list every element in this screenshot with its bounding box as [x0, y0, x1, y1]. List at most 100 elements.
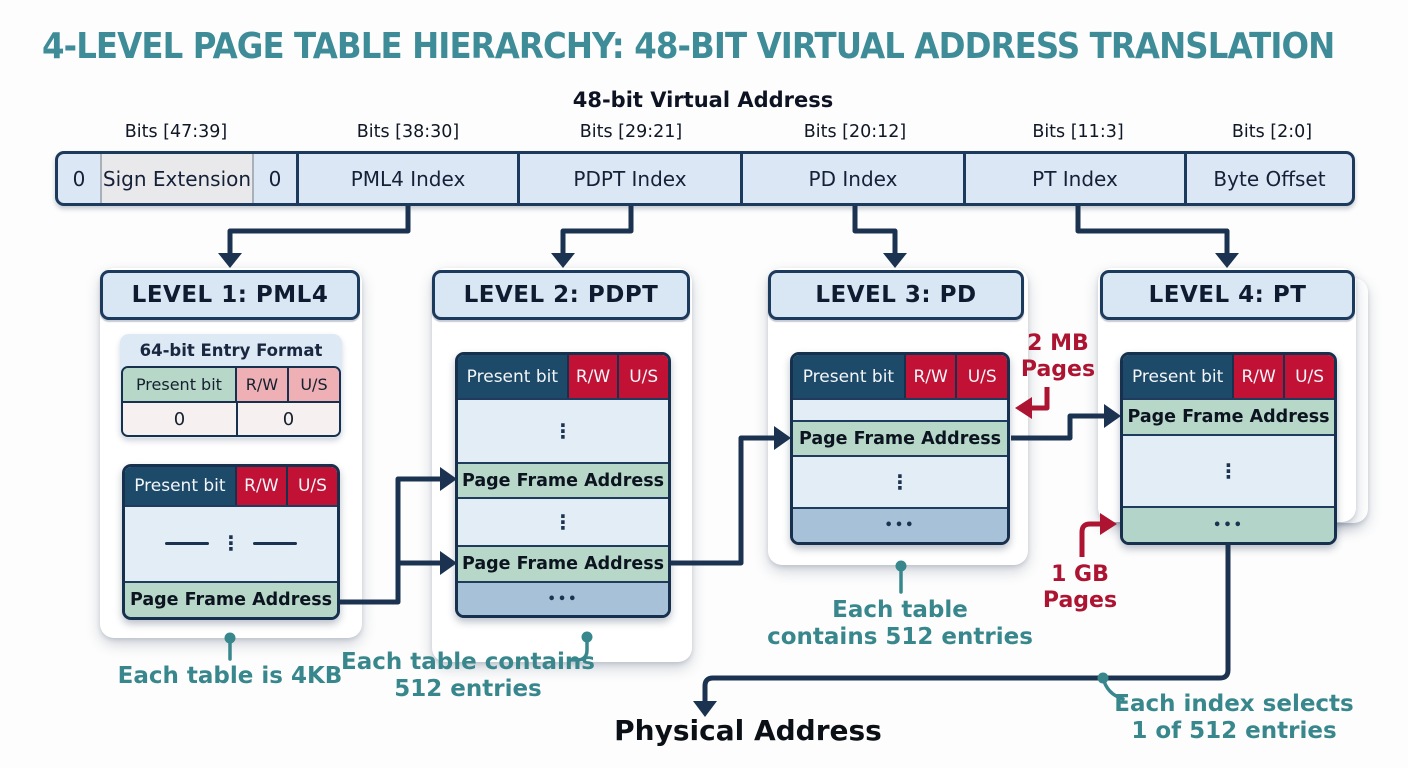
us-cell: U/S	[955, 355, 1007, 398]
pdpt-page-frame-address-row: Page Frame Address	[458, 462, 668, 497]
arrowhead-down	[1215, 253, 1239, 268]
arrow-2mb-pages	[1031, 387, 1050, 411]
level4-header: LEVEL 4: PT	[1100, 270, 1355, 320]
pd-page-frame-address-row: Page Frame Address	[793, 420, 1007, 455]
sign-extension-zero-right: 0	[268, 166, 282, 191]
page-title: 4-LEVEL PAGE TABLE HIERARCHY: 48-BIT VIR…	[42, 26, 1335, 67]
us-cell: U/S	[285, 467, 337, 505]
pml4-header-row: Present bit R/W U/S	[125, 467, 337, 505]
entry-format-header-row: Present bit R/W U/S	[123, 368, 339, 401]
level1-header: LEVEL 1: PML4	[100, 270, 360, 320]
arrow-bar-to-pml4	[227, 206, 411, 253]
entry-format-panel: 64-bit Entry Format Present bit R/W U/S …	[120, 334, 342, 438]
arrow-1gb-pages	[1079, 521, 1100, 557]
pd-table: Present bit R/W U/S Page Frame Address ⋮…	[790, 352, 1010, 545]
field-pdpt-index: PDPT Index	[517, 154, 740, 203]
note-1gb-pages: 1 GB Pages	[1043, 562, 1117, 614]
pdpt-page-frame-address-row: Page Frame Address	[458, 545, 668, 581]
horizontal-ellipsis: •••	[1213, 517, 1244, 533]
arrowhead-down	[551, 253, 575, 268]
present-bit-cell: Present bit	[123, 368, 235, 401]
sign-extension-zero-left: 0	[72, 166, 86, 191]
field-pd-index: PD Index	[740, 154, 963, 203]
rw-cell: R/W	[234, 368, 287, 401]
vertical-ellipsis: ⋮	[553, 510, 573, 534]
connector-dot	[1097, 672, 1109, 684]
field-pml4-index: PML4 Index	[296, 154, 517, 203]
pml4-ellipsis-row: ⋮	[125, 529, 337, 557]
level2-header: LEVEL 2: PDPT	[432, 270, 690, 320]
arrow-bar-to-pt	[1075, 206, 1230, 253]
us-cell: U/S	[286, 368, 339, 401]
pd-huge-page-row	[793, 398, 1007, 420]
rw-cell: R/W	[1232, 355, 1284, 398]
pt-ellipsis-row: ⋮	[1123, 434, 1334, 506]
pt-more-entries-row: •••	[1123, 506, 1334, 542]
arrowhead-down	[883, 253, 907, 268]
note-index-selects: Each index selects 1 of 512 entries	[1114, 691, 1354, 745]
pdpt-header-row: Present bit R/W U/S	[458, 355, 668, 398]
us-cell: U/S	[617, 355, 668, 398]
arrow-bar-to-pdpt	[560, 206, 634, 253]
pd-ellipsis-row: ⋮	[793, 455, 1007, 507]
present-bit-value: 0	[123, 403, 236, 435]
note-line: 1 of 512 entries	[1131, 718, 1337, 744]
pt-page-frame-address-row: Page Frame Address	[1123, 398, 1334, 434]
present-bit-cell: Present bit	[793, 355, 904, 398]
vertical-ellipsis: ⋮	[1218, 459, 1239, 483]
field-byte-offset: Byte Offset	[1184, 154, 1352, 203]
bits-label-38-30: Bits [38:30]	[356, 122, 460, 142]
rw-cell: R/W	[903, 355, 956, 398]
horizontal-ellipsis: •••	[547, 591, 579, 607]
pml4-page-frame-address-row: Page Frame Address	[125, 581, 337, 617]
vertical-ellipsis: ⋮	[221, 531, 241, 555]
field-pt-index: PT Index	[963, 154, 1184, 203]
virtual-address-label: 48-bit Virtual Address	[572, 88, 834, 112]
level3-header: LEVEL 3: PD	[768, 270, 1024, 320]
sign-extension-label: Sign Extension	[100, 154, 254, 203]
note-table-size: Each table is 4KB	[118, 663, 343, 690]
bits-label-47-39: Bits [47:39]	[124, 122, 228, 142]
note-line: 1 GB	[1051, 562, 1109, 587]
entry-format-title: 64-bit Entry Format	[139, 340, 323, 360]
pdpt-table: Present bit R/W U/S ⋮ Page Frame Address…	[455, 352, 671, 618]
note-line: Each table is 4KB	[117, 663, 343, 689]
vertical-ellipsis: ⋮	[890, 470, 910, 494]
ellipsis-dash-right	[253, 541, 297, 545]
horizontal-ellipsis: •••	[884, 518, 916, 533]
note-pd-entries: Each table contains 512 entries	[767, 597, 1033, 651]
note-line: 2 MB	[1027, 331, 1089, 356]
note-line: Each table contains	[341, 649, 595, 675]
present-bit-cell: Present bit	[458, 355, 567, 398]
pml4-empty-row	[125, 557, 337, 581]
pdpt-more-entries-row: •••	[458, 581, 668, 615]
pd-more-entries-row: •••	[793, 507, 1007, 542]
note-line: Pages	[1020, 357, 1096, 382]
entry-format-table: Present bit R/W U/S 0 0	[121, 366, 341, 437]
note-line: Each table	[832, 597, 968, 623]
pdpt-ellipsis-row: ⋮	[458, 497, 668, 545]
us-cell: U/S	[1283, 355, 1334, 398]
pdpt-ellipsis-row: ⋮	[458, 398, 668, 462]
note-line: 512 entries	[394, 676, 542, 702]
virtual-address-bar: 0 Sign Extension 0 PML4 Index PDPT Index…	[55, 151, 1355, 206]
bits-label-20-12: Bits [20:12]	[803, 122, 907, 142]
ellipsis-dash-left	[165, 541, 209, 545]
pml4-table: Present bit R/W U/S ⋮ Page Frame Address	[122, 464, 340, 620]
bits-label-2-0: Bits [2:0]	[1231, 122, 1313, 142]
pd-header-row: Present bit R/W U/S	[793, 355, 1007, 398]
present-bit-cell: Present bit	[125, 467, 235, 505]
note-line: contains 512 entries	[767, 624, 1033, 650]
physical-address-label: Physical Address	[614, 714, 882, 747]
vertical-ellipsis: ⋮	[553, 419, 573, 443]
rw-cell: R/W	[566, 355, 618, 398]
note-line: Pages	[1042, 588, 1118, 613]
pt-table: Present bit R/W U/S Page Frame Address ⋮…	[1120, 352, 1337, 545]
rw-cell: R/W	[234, 467, 286, 505]
arrowhead-down	[218, 253, 242, 268]
bits-label-29-21: Bits [29:21]	[579, 122, 683, 142]
entry-format-value-row: 0 0	[123, 401, 339, 435]
note-2mb-pages: 2 MB Pages	[1021, 331, 1095, 383]
pt-header-row: Present bit R/W U/S	[1123, 355, 1334, 398]
